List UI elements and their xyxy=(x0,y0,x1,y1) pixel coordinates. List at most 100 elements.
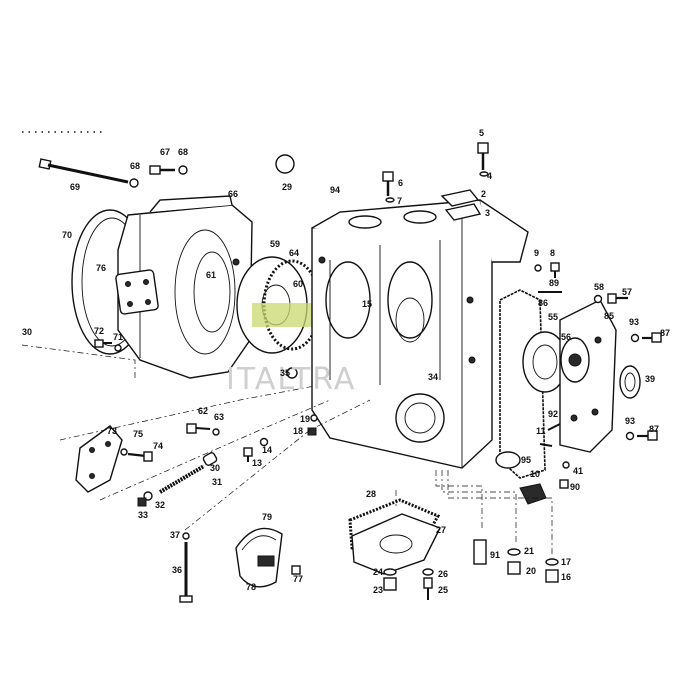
block-bore-left xyxy=(325,261,371,339)
callout-85: 85 xyxy=(604,311,614,321)
bolt-74-shaft xyxy=(127,452,147,458)
callout-58: 58 xyxy=(594,282,604,292)
stud-36-foot xyxy=(179,595,193,603)
block-bore-right xyxy=(387,261,433,339)
block-lower-port xyxy=(395,393,445,443)
callout-93-lower: 93 xyxy=(625,416,635,426)
callout-25: 25 xyxy=(438,585,448,595)
washer-93-upper xyxy=(630,333,640,343)
bolt-62 xyxy=(186,423,220,436)
bolt-67-head xyxy=(149,165,161,175)
washer-9 xyxy=(534,264,542,272)
bushing-95 xyxy=(495,451,521,469)
sensor-91 xyxy=(473,539,487,565)
callout-72: 72 xyxy=(94,326,104,336)
engine-block xyxy=(311,199,529,469)
block-stud-1 xyxy=(318,256,326,264)
bolt-62-head xyxy=(186,423,197,434)
callout-33: 33 xyxy=(138,510,148,520)
callout-77: 77 xyxy=(293,574,303,584)
callout-93-upper: 93 xyxy=(629,317,639,327)
plug-18 xyxy=(307,427,317,436)
callout-86: 86 xyxy=(538,298,548,308)
plate-bolt-4 xyxy=(145,299,151,305)
callout-74: 74 xyxy=(153,441,163,451)
callout-63: 63 xyxy=(214,412,224,422)
callout-28: 28 xyxy=(366,489,376,499)
housing-flange-hole xyxy=(232,258,240,266)
block-lower-port-inner xyxy=(404,402,436,434)
side-cover-hole-1 xyxy=(89,447,95,453)
callout-92: 92 xyxy=(548,409,558,419)
stud-36 xyxy=(179,532,193,603)
callout-4: 4 xyxy=(487,171,492,181)
bolt-90-head xyxy=(559,479,569,489)
callout-36: 36 xyxy=(172,565,182,575)
callout-60: 60 xyxy=(293,279,303,289)
block-stud-3 xyxy=(468,356,476,364)
bolt-washer-68 xyxy=(129,178,139,188)
plate-bolt-3 xyxy=(127,301,133,307)
callout-57: 57 xyxy=(622,287,632,297)
callout-8: 8 xyxy=(550,248,555,258)
callout-55: 55 xyxy=(548,312,558,322)
leader-mid-2 xyxy=(99,399,331,501)
callout-95: 95 xyxy=(521,455,531,465)
bearing-flange-bore xyxy=(532,344,558,380)
callout-30: 30 xyxy=(210,463,220,473)
pin-11 xyxy=(539,443,553,447)
cover-bolt-2 xyxy=(591,408,599,416)
leader-bottom-91 xyxy=(435,470,483,530)
callout-3: 3 xyxy=(485,208,490,218)
block-stud-2 xyxy=(466,296,474,304)
callout-19: 19 xyxy=(300,414,310,424)
cover-bolt-3 xyxy=(594,336,602,344)
plate-bolt-2 xyxy=(143,279,149,285)
housing-top-flange xyxy=(149,195,233,213)
washer-17 xyxy=(545,558,559,566)
bell-housing-assembly xyxy=(71,195,253,379)
callout-21: 21 xyxy=(524,546,534,556)
side-cover-hole-2 xyxy=(105,441,111,447)
plug-35 xyxy=(286,367,298,379)
callout-94: 94 xyxy=(330,185,340,195)
stud-31-shaft xyxy=(158,464,206,494)
washer-41 xyxy=(562,461,570,469)
callout-76: 76 xyxy=(96,263,106,273)
leader-left-30 xyxy=(21,344,136,378)
cover-bolt-1 xyxy=(570,414,578,422)
callout-56: 56 xyxy=(561,332,571,342)
pin-92 xyxy=(547,423,561,431)
seal-ring-39-inner xyxy=(624,372,636,392)
callout-13: 13 xyxy=(252,458,262,468)
end-cover-assembly xyxy=(499,289,641,479)
washer-19 xyxy=(310,414,318,422)
callout-89: 89 xyxy=(549,278,559,288)
callout-70: 70 xyxy=(62,230,72,240)
callout-78: 78 xyxy=(246,582,256,592)
cover-plate-2 xyxy=(440,189,480,207)
callout-9: 9 xyxy=(534,248,539,258)
seal-ring-39 xyxy=(619,365,641,399)
callout-39: 39 xyxy=(645,374,655,384)
block-bore-inner xyxy=(395,297,425,343)
callout-87-upper: 87 xyxy=(660,328,670,338)
callout-61: 61 xyxy=(206,270,216,280)
callout-35: 35 xyxy=(280,368,290,378)
bolt-74 xyxy=(120,448,153,462)
bearing-shell-band xyxy=(257,555,275,567)
washer-24 xyxy=(383,568,397,576)
bolt-87-upper xyxy=(630,332,662,343)
block-ribs xyxy=(329,240,441,385)
bolt-13-head xyxy=(243,447,253,457)
bolt-6 xyxy=(382,171,395,203)
plug-20 xyxy=(507,561,521,575)
callout-64: 64 xyxy=(289,248,299,258)
callout-69: 69 xyxy=(70,182,80,192)
bolts-67-68 xyxy=(149,165,188,175)
block-ear xyxy=(479,199,529,263)
callout-10: 10 xyxy=(530,469,540,479)
bolt-74-head xyxy=(143,451,153,462)
cylinder-opening-1 xyxy=(348,215,382,229)
side-cover-73 xyxy=(75,425,123,493)
